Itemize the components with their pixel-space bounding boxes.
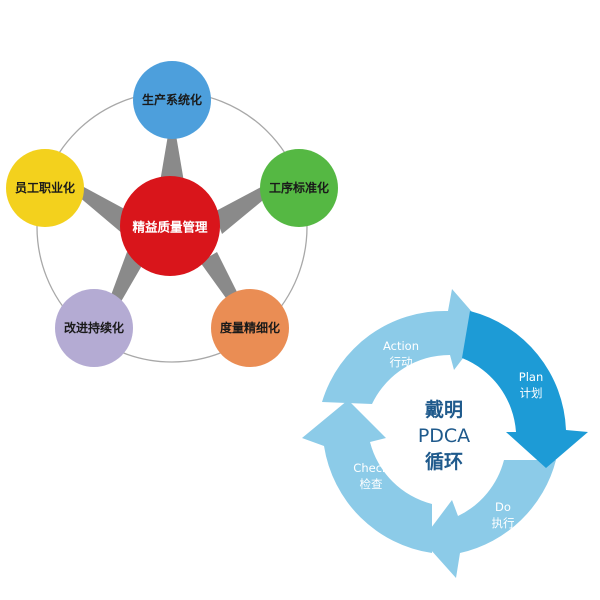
node-label-improvement: 改进持续化 <box>64 320 124 335</box>
stage-action-en: Action <box>383 339 419 353</box>
stage-do-zh: 执行 <box>492 516 515 530</box>
node-process: 工序标准化 <box>260 149 338 227</box>
node-circle <box>55 289 133 367</box>
node-label-process: 工序标准化 <box>269 180 329 195</box>
stage-check-zh: 检查 <box>360 477 383 491</box>
node-circle <box>6 149 84 227</box>
node-label-staff: 员工职业化 <box>15 180 75 195</box>
spoke-right <box>214 186 268 234</box>
spoke-top <box>160 135 184 182</box>
node-label-measurement: 度量精细化 <box>220 320 280 335</box>
node-circle <box>211 289 289 367</box>
stage-action-zh: 行动 <box>390 355 413 369</box>
stage-plan-en: Plan <box>519 370 543 384</box>
spoke-left <box>78 186 130 234</box>
node-label-production: 生产系统化 <box>142 92 202 107</box>
stage-plan-zh: 计划 <box>520 386 543 400</box>
node-circle <box>133 61 211 139</box>
center-label: 精益质量管理 <box>132 220 208 235</box>
pdca-arrow-plan <box>462 311 588 468</box>
pdca-arrow-do <box>422 460 556 578</box>
node-circle <box>260 149 338 227</box>
stage-do-en: Do <box>495 500 511 514</box>
pdca-arrow-check <box>302 400 432 553</box>
stage-check-en: Check <box>353 461 389 475</box>
pdca-cycle: Plan 计划 Do 执行 Check 检查 Action 行动 戴明 PDCA… <box>302 289 588 578</box>
spokes <box>78 135 268 312</box>
node-staff: 员工职业化 <box>6 149 84 227</box>
node-improvement: 改进持续化 <box>55 289 133 367</box>
pdca-title-top: 戴明 <box>425 398 463 421</box>
pdca-title-bottom: 循环 <box>425 450 463 473</box>
lean-quality-diagram: 生产系统化 工序标准化 度量精细化 改进持续化 员工职业化 精益质量管理 <box>6 61 338 367</box>
center-circle <box>120 176 220 276</box>
node-production: 生产系统化 <box>133 61 211 139</box>
pdca-title-mid: PDCA <box>418 425 470 447</box>
center-node: 精益质量管理 <box>120 176 220 276</box>
pdca-arrow-action <box>322 289 486 404</box>
node-measurement: 度量精细化 <box>211 289 289 367</box>
